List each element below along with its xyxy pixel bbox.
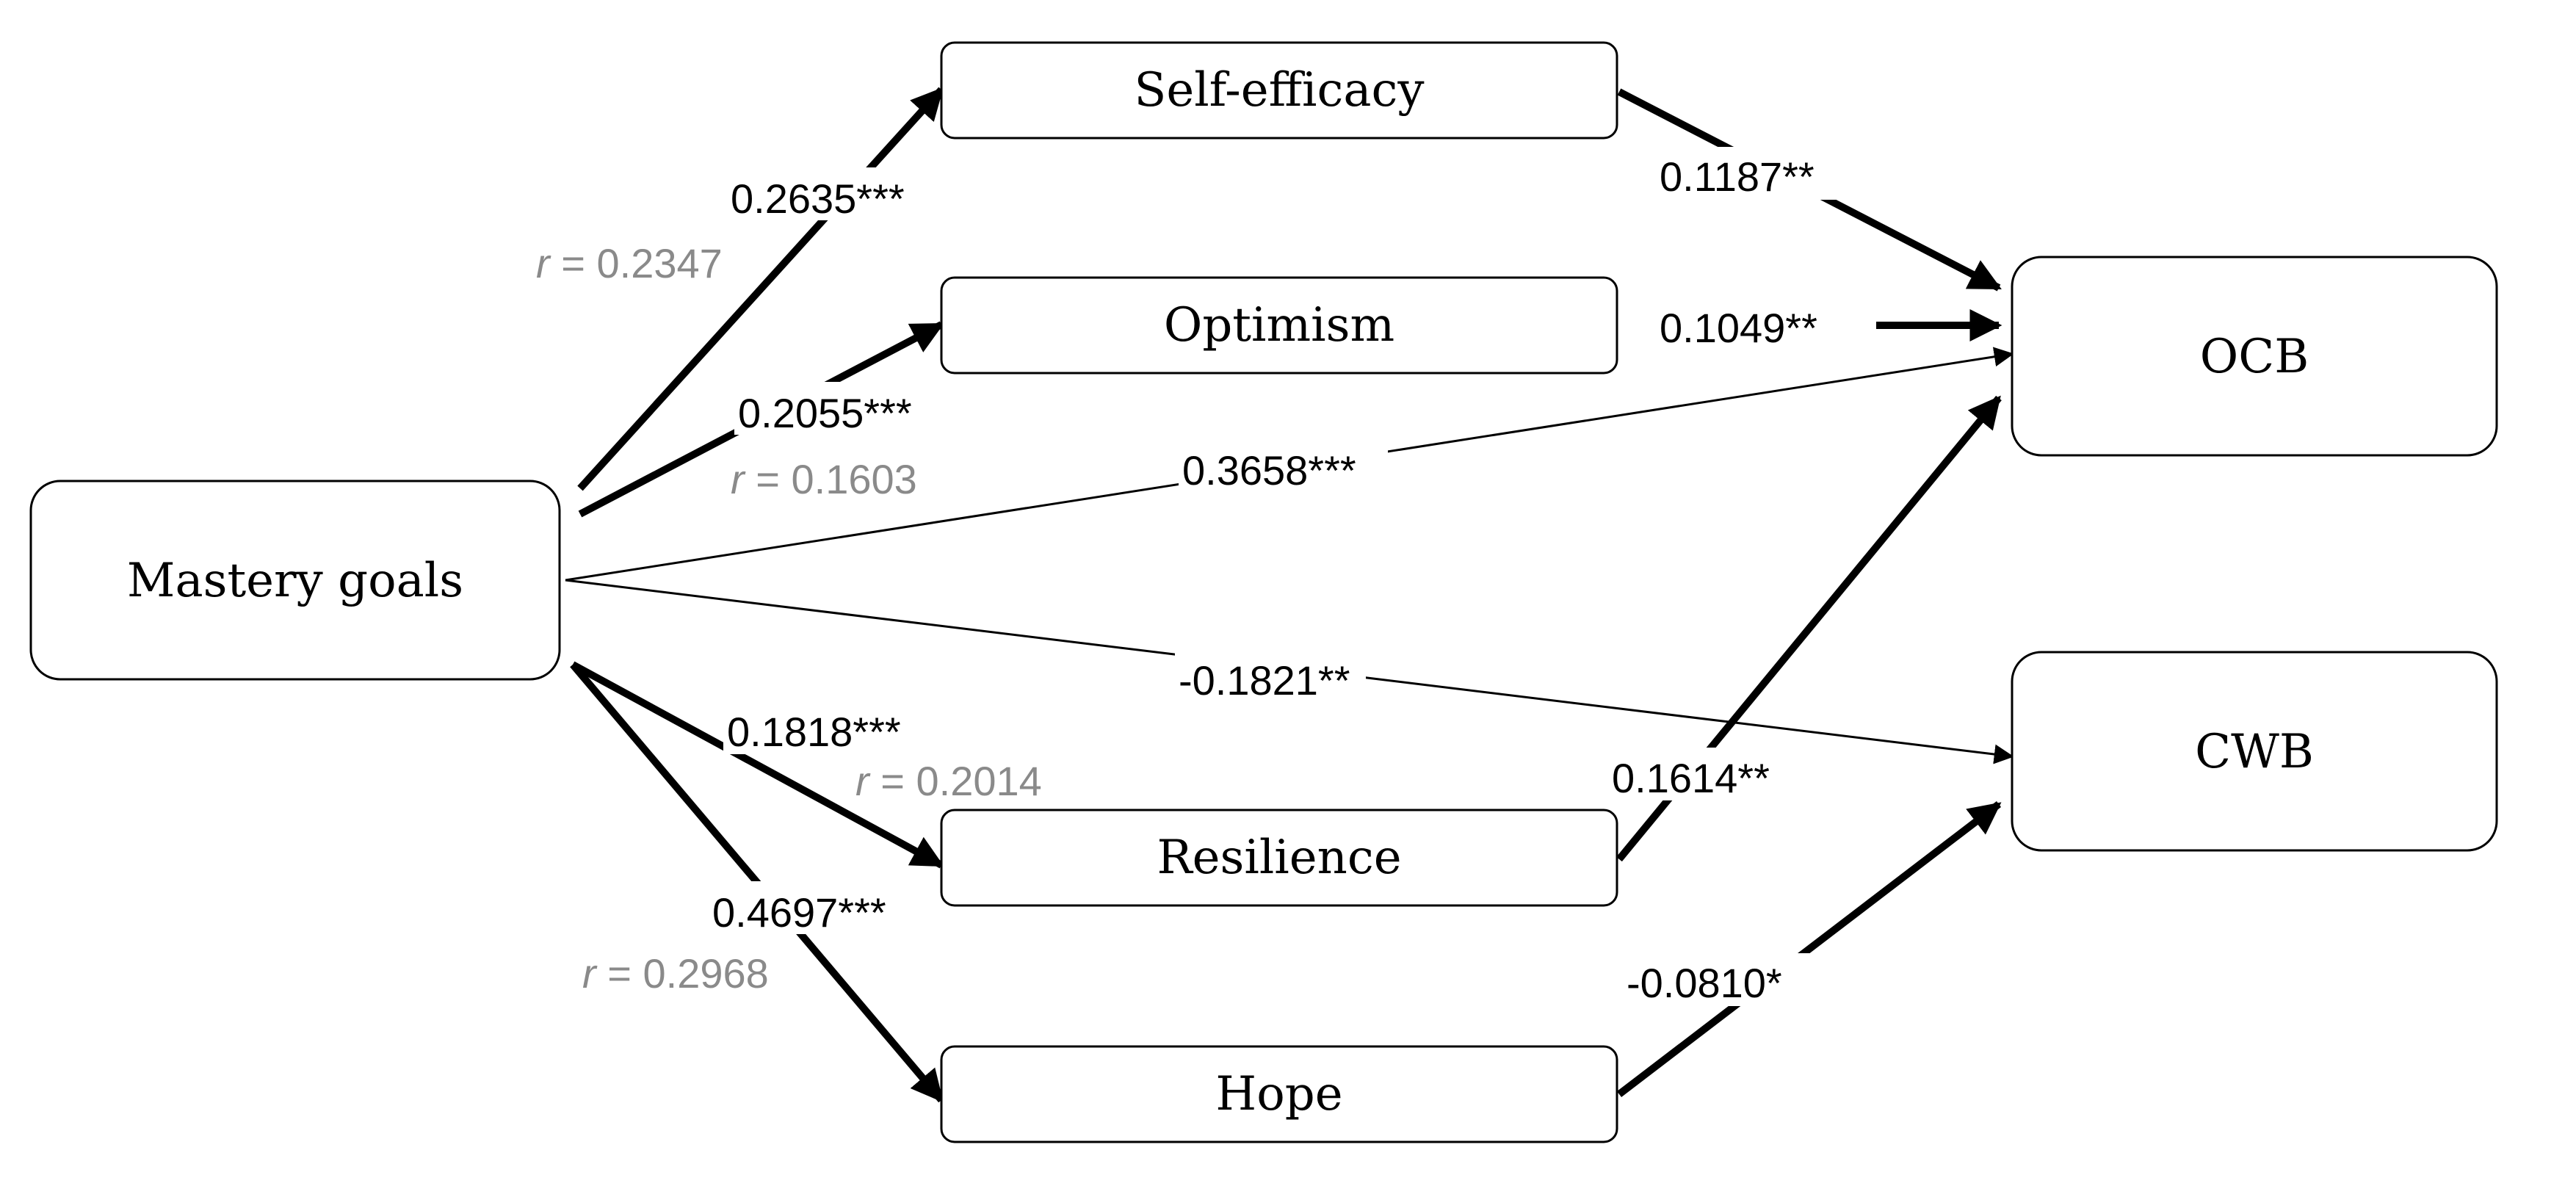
r-mg-optimism: r = 0.1603 [731, 456, 917, 502]
coef-resilience-ocb: 0.1614** [1612, 755, 1770, 801]
node-resilience: Resilience [940, 809, 1618, 907]
node-ocb: OCB [2011, 256, 2498, 457]
node-label: CWB [2195, 725, 2314, 779]
node-label: Resilience [1157, 831, 1401, 885]
coef-self-efficacy-ocb: 0.1187** [1660, 153, 1815, 200]
edge-mg-self-efficacy [577, 87, 944, 491]
coef-mg-ocb: 0.3658*** [1182, 447, 1356, 493]
coef-mg-resilience: 0.1818*** [727, 709, 901, 755]
node-label: Self-efficacy [1134, 63, 1424, 117]
coef-optimism-ocb: 0.1049** [1660, 305, 1817, 351]
r-mg-self-efficacy: r = 0.2347 [536, 240, 723, 286]
node-self-efficacy: Self-efficacy [940, 41, 1618, 140]
node-hope: Hope [940, 1045, 1618, 1143]
r-mg-resilience: r = 0.2014 [855, 758, 1042, 804]
node-label: Optimism [1164, 298, 1394, 352]
edge-mg-resilience [571, 661, 944, 869]
r-mg-hope: r = 0.2968 [582, 950, 769, 997]
node-cwb: CWB [2011, 651, 2498, 852]
node-label: OCB [2200, 330, 2309, 384]
coef-hope-cwb: -0.0810* [1627, 960, 1782, 1006]
node-label: Mastery goals [127, 554, 463, 608]
coef-mg-hope: 0.4697*** [712, 889, 886, 936]
node-mastery-goals: Mastery goals [29, 480, 561, 681]
coef-mg-cwb: -0.1821** [1179, 657, 1350, 704]
coef-mg-optimism: 0.2055*** [738, 390, 912, 436]
coef-mg-self-efficacy: 0.2635*** [731, 176, 905, 222]
edge-hope-cwb [1616, 801, 2002, 1097]
node-label: Hope [1215, 1067, 1342, 1121]
node-optimism: Optimism [940, 276, 1618, 375]
